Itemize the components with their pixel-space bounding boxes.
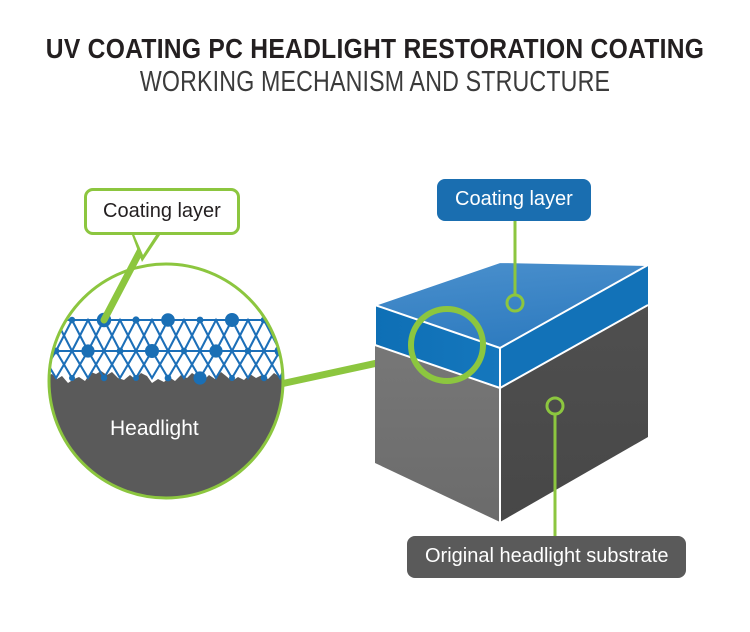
isometric-layer-block: [374, 260, 649, 522]
coating-layer-pill[interactable]: Coating layer: [437, 179, 591, 221]
headlight-label: Headlight: [110, 417, 199, 440]
substrate-pill[interactable]: Original headlight substrate: [407, 536, 687, 578]
connector-callout-to-lattice: [100, 232, 160, 324]
block-top-ring: [505, 293, 525, 313]
lattice-nodes: [52, 312, 283, 385]
block-substrate-ring: [545, 396, 565, 416]
coating-top-face: [375, 262, 648, 348]
magnified-cross-section: [47, 262, 285, 500]
title-block: UV COATING PC HEADLIGHT RESTORATION COAT…: [0, 34, 750, 98]
page-subtitle: WORKING MECHANISM AND STRUCTURE: [139, 66, 611, 99]
coating-right-face: [500, 265, 648, 388]
page-title: UV COATING PC HEADLIGHT RESTORATION COAT…: [45, 33, 705, 64]
coating-layer-callout[interactable]: Coating layer: [84, 188, 240, 235]
headlight-substrate-surface: [49, 371, 283, 498]
substrate-left-face: [375, 345, 500, 522]
coating-left-face: [375, 305, 500, 388]
block-interface-ring: [408, 306, 486, 384]
substrate-right-face: [500, 305, 648, 522]
block-leader-lines: [408, 213, 565, 538]
